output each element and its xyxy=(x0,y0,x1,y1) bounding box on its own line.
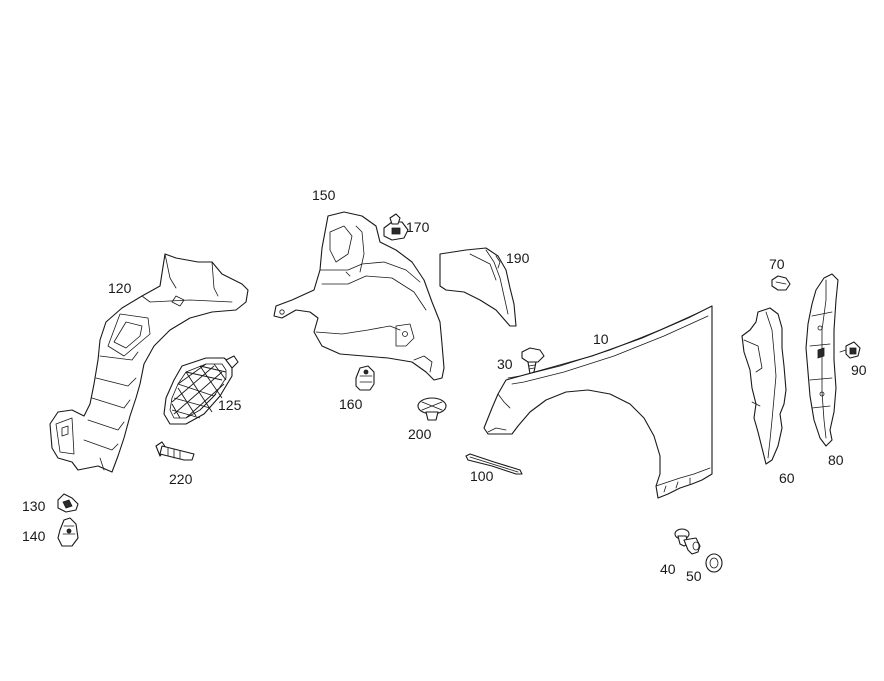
callout-50: 50 xyxy=(686,568,702,584)
callout-10: 10 xyxy=(593,331,609,347)
part-10-front-fender[interactable] xyxy=(483,305,713,499)
callout-60: 60 xyxy=(779,470,795,486)
callout-170: 170 xyxy=(406,219,430,235)
callout-90: 90 xyxy=(851,362,867,378)
part-100-trim-strip[interactable] xyxy=(465,453,523,475)
callout-200: 200 xyxy=(408,426,432,442)
callout-190: 190 xyxy=(506,250,530,266)
callout-140: 140 xyxy=(22,528,46,544)
part-90-screw[interactable] xyxy=(839,341,861,359)
part-170-clip[interactable] xyxy=(383,213,409,241)
callout-150: 150 xyxy=(312,187,336,203)
part-125-mesh-grille[interactable] xyxy=(163,355,239,425)
part-60-seal-bracket[interactable] xyxy=(741,307,787,465)
part-190-insulation-pad[interactable] xyxy=(439,247,517,327)
part-160-clip[interactable] xyxy=(355,365,375,391)
callout-80: 80 xyxy=(828,452,844,468)
part-80-inner-bracket[interactable] xyxy=(805,273,839,447)
callout-70: 70 xyxy=(769,256,785,272)
callout-130: 130 xyxy=(22,498,46,514)
callout-120: 120 xyxy=(108,280,132,296)
part-50-washer[interactable] xyxy=(705,553,723,573)
callout-220: 220 xyxy=(169,471,193,487)
part-130-clip[interactable] xyxy=(57,493,79,513)
part-200-round-clip[interactable] xyxy=(417,397,447,421)
part-140-clip-nut[interactable] xyxy=(57,517,79,547)
callout-30: 30 xyxy=(497,356,513,372)
callout-100: 100 xyxy=(470,468,494,484)
callout-160: 160 xyxy=(339,396,363,412)
part-150-inner-liner[interactable] xyxy=(273,211,445,381)
part-70-cap[interactable] xyxy=(771,275,791,291)
part-220-push-rivet[interactable] xyxy=(155,441,195,461)
part-120-wheel-arch-liner[interactable] xyxy=(49,253,249,473)
callout-125: 125 xyxy=(218,397,242,413)
callout-40: 40 xyxy=(660,561,676,577)
part-40-bolt[interactable] xyxy=(674,528,701,555)
